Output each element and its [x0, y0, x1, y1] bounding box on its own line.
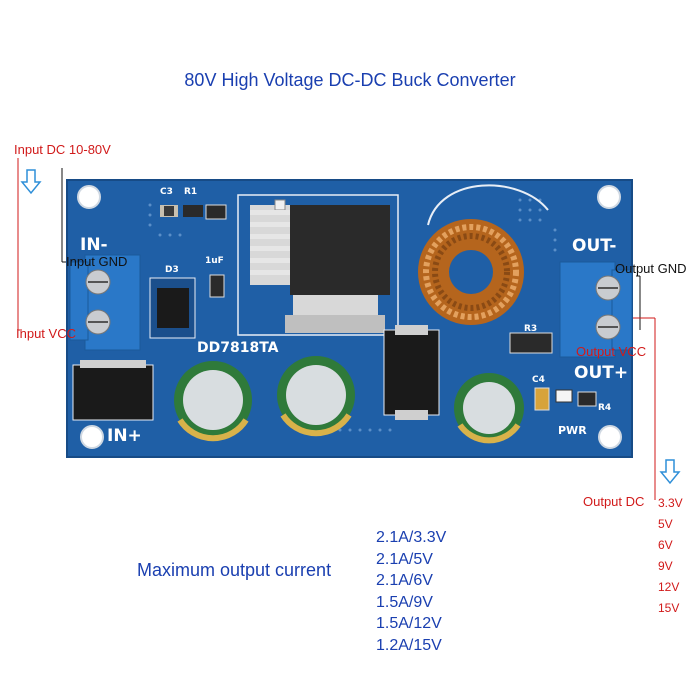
r4-part — [577, 391, 597, 407]
max-current-list: 2.1A/3.3V 2.1A/5V 2.1A/6V 1.5A/9V 1.5A/1… — [376, 527, 446, 656]
cap-1uf-part — [209, 274, 225, 298]
output-voltage-item: 6V — [658, 538, 673, 552]
schottky-diode — [383, 329, 440, 416]
electrolytic-capacitor — [277, 356, 355, 437]
d3-diode — [157, 288, 189, 328]
output-voltage-item: 3.3V — [658, 496, 683, 510]
output-voltage-list: 3.3V 5V 6V 9V 12V 15V — [658, 493, 683, 619]
mount-hole — [80, 425, 104, 449]
r1-label: R1 — [184, 187, 197, 197]
r1-part — [183, 205, 203, 217]
max-current-item: 1.5A/12V — [376, 615, 442, 632]
mount-hole — [598, 425, 622, 449]
input-terminal-block — [69, 254, 141, 351]
down-arrow-icon — [659, 459, 681, 485]
c4-label: C4 — [532, 375, 545, 385]
d3-label: D3 — [165, 265, 179, 275]
input-gnd-label: Input GND — [66, 254, 128, 269]
r3-label: R3 — [524, 324, 537, 334]
output-voltage-item: 9V — [658, 559, 673, 573]
r4-label: R4 — [598, 403, 611, 413]
pwr-led — [555, 389, 573, 403]
input-vcc-label: Input VCC — [16, 326, 76, 341]
electrolytic-capacitor — [174, 361, 252, 442]
output-gnd-label: Output GND — [615, 261, 687, 276]
max-current-item: 2.1A/3.3V — [376, 529, 447, 546]
down-arrow-icon — [20, 169, 42, 195]
max-current-title: Maximum output current — [137, 560, 332, 580]
pwr-label: PWR — [558, 424, 587, 437]
output-dc-label: Output DC — [583, 494, 645, 509]
output-voltage-item: 15V — [658, 601, 680, 615]
mount-hole — [597, 185, 621, 209]
output-terminal-block — [559, 261, 633, 358]
max-current-item: 1.2A/15V — [376, 636, 442, 654]
in-minus-label: IN- — [80, 235, 108, 255]
max-current-item: 2.1A/6V — [376, 572, 433, 589]
input-diode — [72, 364, 154, 421]
inductor — [418, 184, 549, 325]
out-minus-label: OUT- — [572, 236, 616, 256]
r3-part — [509, 332, 553, 354]
c3-label: C3 — [160, 187, 173, 197]
dd7818ta-ic — [237, 194, 399, 336]
electrolytic-capacitor — [454, 373, 524, 444]
output-voltage-item: 5V — [658, 517, 673, 531]
input-range-label: Input DC 10-80V — [14, 142, 111, 157]
mount-hole — [77, 185, 101, 209]
out-plus-label: OUT+ — [574, 363, 628, 383]
cap-1uf-label: 1uF — [205, 256, 224, 266]
output-voltage-item: 12V — [658, 580, 680, 594]
output-vcc-label: Output VCC — [576, 344, 647, 359]
chip-label: DD7818TA — [197, 340, 279, 356]
page-title: 80V High Voltage DC-DC Buck Converter — [184, 70, 516, 90]
max-current-item: 2.1A/5V — [376, 550, 433, 568]
max-current-item: 1.5A/9V — [376, 593, 433, 611]
in-plus-label: IN+ — [107, 426, 142, 446]
c4-part — [534, 387, 550, 411]
